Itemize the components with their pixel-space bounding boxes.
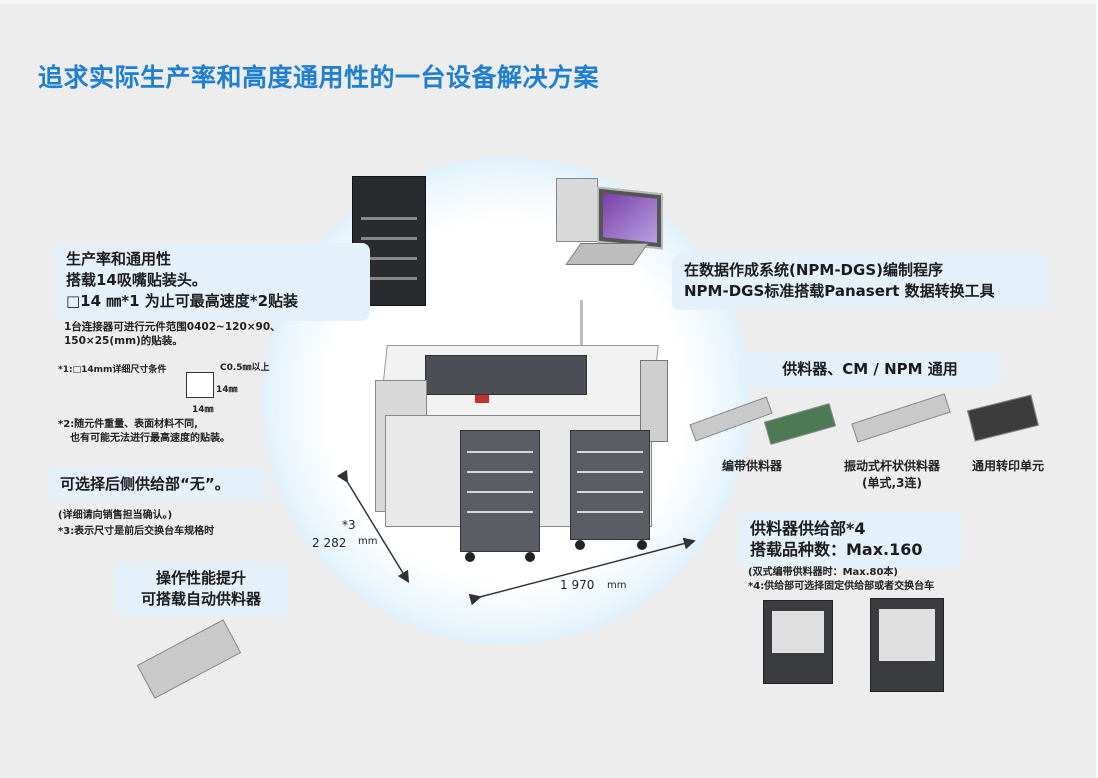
productivity-box: 生产率和通用性 搭载14吸嘴贴装头。 □14 ㎜*1 为止可最高速度*2贴装 xyxy=(54,243,370,321)
pc-tower-image xyxy=(556,178,598,242)
supply-note2: *4:供给部可选择固定供给部或者交换台车 xyxy=(748,581,935,592)
note2-line1: *2:随元件重量、表面材料不同, xyxy=(58,419,198,430)
stick-feeder-label-line2: (单式,3连) xyxy=(862,476,922,490)
productivity-line1: 生产率和通用性 xyxy=(66,250,172,268)
supply-box-line2: 搭载品种数：Max.160 xyxy=(750,540,923,559)
stick-feeder-label-line1: 振动式杆状供料器 xyxy=(843,459,940,473)
depth-footnote-mark: *3 xyxy=(342,518,356,532)
supply-notes: (双式编带供料器时：Max.80本) *4:供给部可选择固定供给部或者交换台车 xyxy=(748,566,934,594)
operability-line1: 操作性能提升 xyxy=(155,569,246,587)
stick-feeder-label: 振动式杆状供料器 (单式,3连) xyxy=(830,457,954,491)
supply-box-line1: 供料器供给部*4 xyxy=(750,519,866,538)
component-range-line2: 150×25(mm)的贴装。 xyxy=(64,335,183,347)
placement-machine-image xyxy=(375,300,675,570)
note2-line2: 也有可能无法进行最高速度的贴装。 xyxy=(70,433,230,444)
rear-supply-note1: (详细请向销售担当确认。) xyxy=(58,510,173,521)
productivity-line3: □14 ㎜*1 为止可最高速度*2贴装 xyxy=(66,292,299,310)
component-range-line1: 1台连接器可进行元件范围0402~120×90、 xyxy=(64,321,281,333)
square-width-right: 14㎜ xyxy=(216,385,238,395)
depth-dimension-unit: mm xyxy=(358,536,378,547)
page-right-edge xyxy=(1096,0,1098,778)
operability-box: 操作性能提升 可搭载自动供料器 xyxy=(114,562,288,616)
transfer-unit-label: 通用转印单元 xyxy=(971,459,1044,473)
exchange-cart-image xyxy=(870,598,944,692)
width-dimension-value: 1 970 xyxy=(560,578,595,592)
data-creation-box: 在数据作成系统(NPM-DGS)编制程序 NPM-DGS标准搭载Panasert… xyxy=(672,254,1048,310)
square-width-bottom: 14㎜ xyxy=(192,405,214,415)
tape-feeder-label: 编带供料器 xyxy=(721,459,782,473)
operability-line2: 可搭载自动供料器 xyxy=(140,590,261,608)
note1-text: *1:□14mm详细尺寸条件 xyxy=(58,365,167,375)
page-top-edge xyxy=(0,0,1098,4)
note2-text: *2:随元件重量、表面材料不同, 也有可能无法进行最高速度的贴装。 xyxy=(58,418,230,446)
supply-note1: (双式编带供料器时：Max.80本) xyxy=(748,567,899,578)
data-box-line1: 在数据作成系统(NPM-DGS)编制程序 xyxy=(684,261,943,279)
width-dimension-unit: mm xyxy=(607,580,627,591)
depth-dimension-value: 2 282 xyxy=(312,536,347,550)
placement-head-image xyxy=(352,176,426,306)
feeder-supply-box: 供料器供给部*4 搭载品种数：Max.160 xyxy=(738,512,962,568)
productivity-line2: 搭载14吸嘴贴装头。 xyxy=(66,271,207,289)
page-title: 追求实际生产率和高度通用性的一台设备解决方案 xyxy=(38,63,600,92)
rear-supply-notes: (详细请向销售担当确认。) *3:表示尺寸是前后交换台车规格时 xyxy=(58,508,214,540)
data-box-line2: NPM-DGS标准搭载Panasert 数据转换工具 xyxy=(684,282,995,300)
feeder-compat-box: 供料器、CM / NPM 通用 xyxy=(738,353,1002,387)
rear-supply-note2: *3:表示尺寸是前后交换台车规格时 xyxy=(58,526,215,537)
chamfer-label: C0.5㎜以上 xyxy=(220,363,270,373)
fixed-supply-cart-image xyxy=(763,600,833,684)
rear-supply-box: 可选择后侧供给部“无”。 xyxy=(48,468,266,502)
size-square-diagram xyxy=(186,372,214,398)
component-range-text: 1台连接器可进行元件范围0402~120×90、 150×25(mm)的贴装。 xyxy=(64,320,354,348)
